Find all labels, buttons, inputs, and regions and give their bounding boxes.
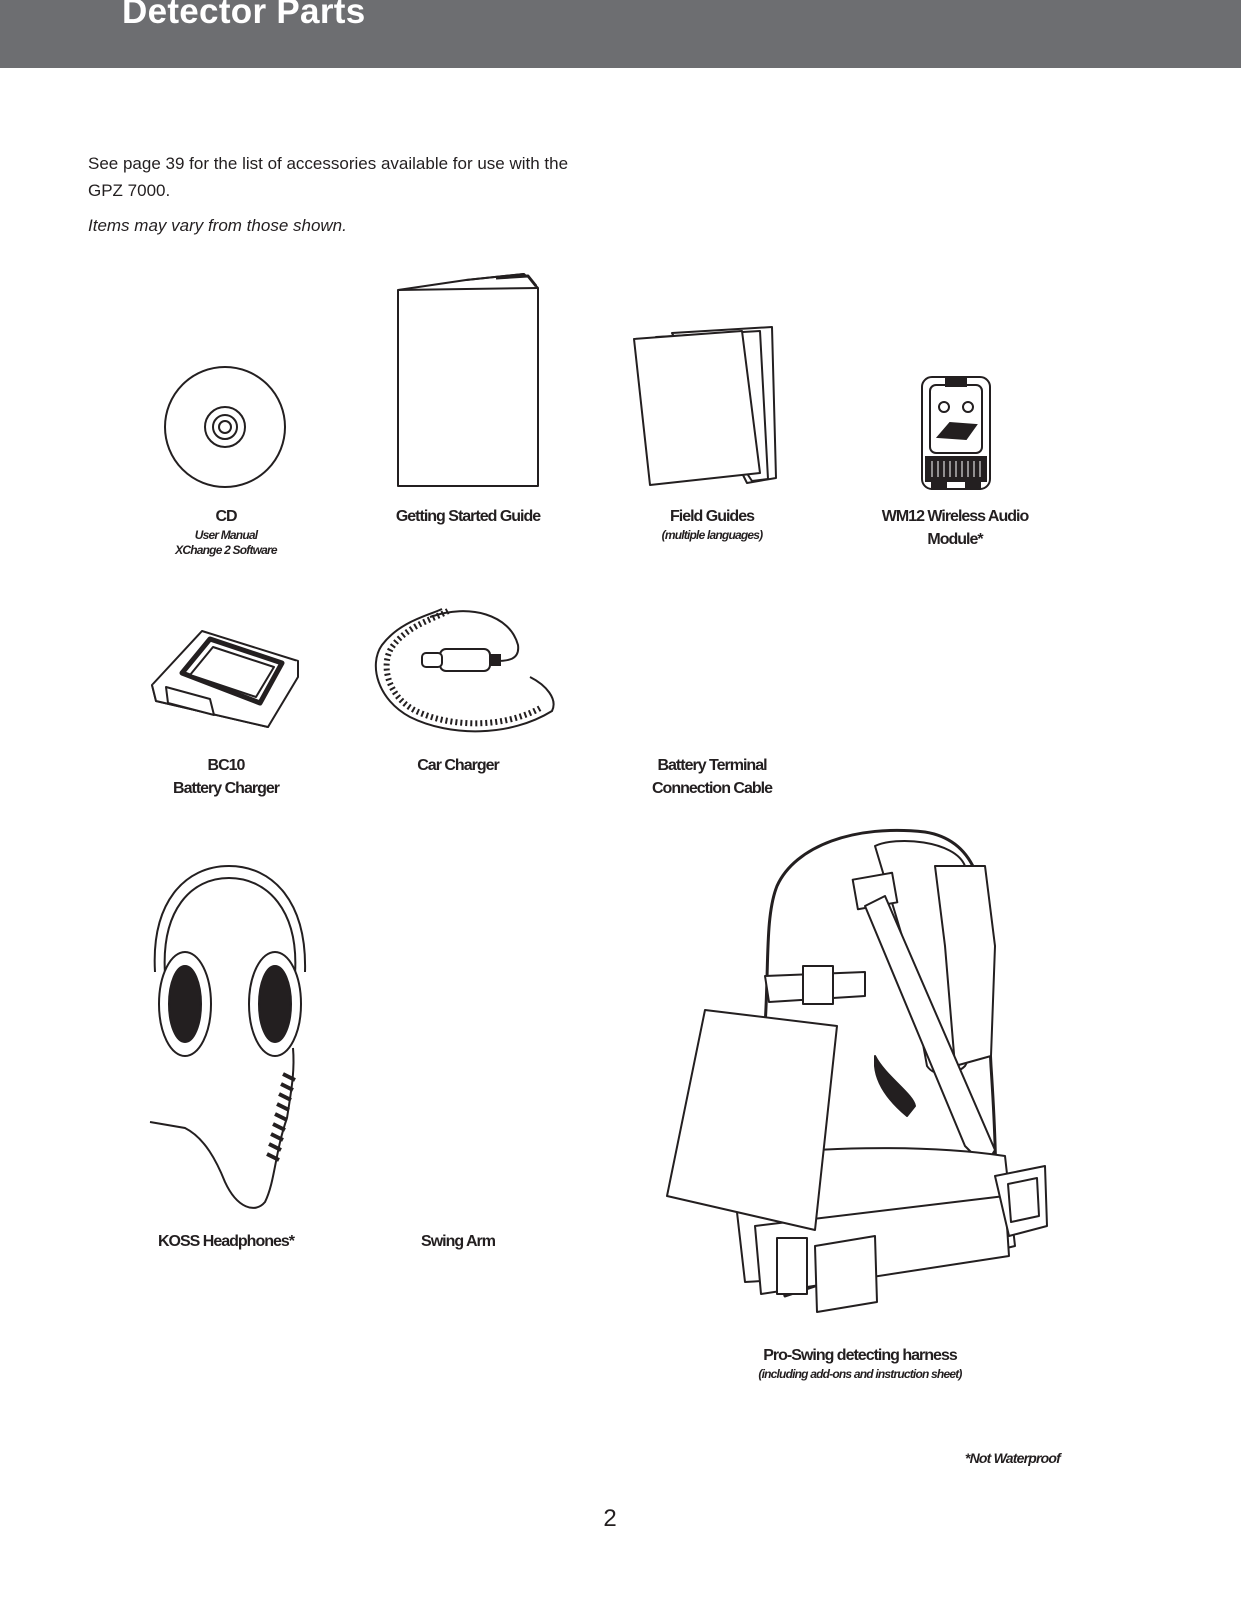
cd-sub-user-manual: User Manual [194, 528, 258, 542]
booklet-icon [396, 272, 541, 492]
headphones-caption: KOSS Headphones* [126, 1230, 326, 1253]
header-bar: Detector Parts [0, 0, 1241, 68]
harness-label: Pro-Swing detecting harness [763, 1347, 957, 1364]
battery-cable-caption: Battery Terminal Connection Cable [612, 754, 812, 800]
battery-cable-label-line2: Connection Cable [651, 780, 773, 797]
wireless-module-icon [920, 375, 992, 493]
wm12-label-line2: Module* [927, 531, 983, 548]
car-charger-icon [370, 605, 560, 745]
footnote: *Not Waterproof [964, 1450, 1061, 1466]
car-charger-caption: Car Charger [358, 754, 558, 777]
cd-sub-software: XChange 2 Software [175, 543, 277, 557]
car-charger-label: Car Charger [417, 757, 499, 774]
intro-text: See page 39 for the list of accessories … [88, 150, 588, 239]
swing-arm-label: Swing Arm [421, 1233, 496, 1250]
getting-started-caption: Getting Started Guide [368, 505, 568, 528]
page-number: 2 [603, 1505, 617, 1532]
wm12-label-line1: WM12 Wireless Audio [881, 508, 1030, 525]
cd-disc-icon [163, 365, 288, 490]
getting-started-label: Getting Started Guide [395, 508, 541, 525]
headphones-label: KOSS Headphones* [157, 1233, 295, 1250]
bc10-label-line2: Battery Charger [173, 780, 280, 797]
bc10-caption: BC10 Battery Charger [126, 754, 326, 800]
intro-paragraph: See page 39 for the list of accessories … [88, 154, 569, 200]
page-title: Detector Parts [122, 0, 366, 31]
items-note: Items may vary from those shown. [88, 216, 347, 235]
bc10-label-line1: BC10 [207, 757, 246, 774]
field-guides-caption: Field Guides (multiple languages) [612, 505, 812, 543]
harness-caption: Pro-Swing detecting harness (including a… [700, 1344, 1020, 1382]
battery-cable-label-line1: Battery Terminal [657, 757, 767, 774]
battery-charger-icon [150, 623, 305, 731]
field-guides-sub: (multiple languages) [661, 528, 763, 542]
wm12-caption: WM12 Wireless Audio Module* [845, 505, 1065, 551]
swing-arm-caption: Swing Arm [358, 1230, 558, 1253]
field-guides-label: Field Guides [669, 508, 755, 525]
harness-icon [665, 826, 1050, 1336]
headphones-icon [145, 862, 315, 1218]
harness-sub: (including add-ons and instruction sheet… [758, 1367, 962, 1381]
cd-label: CD [215, 508, 237, 525]
cd-caption: CD User Manual XChange 2 Software [126, 505, 326, 558]
field-guides-icon [632, 323, 782, 488]
